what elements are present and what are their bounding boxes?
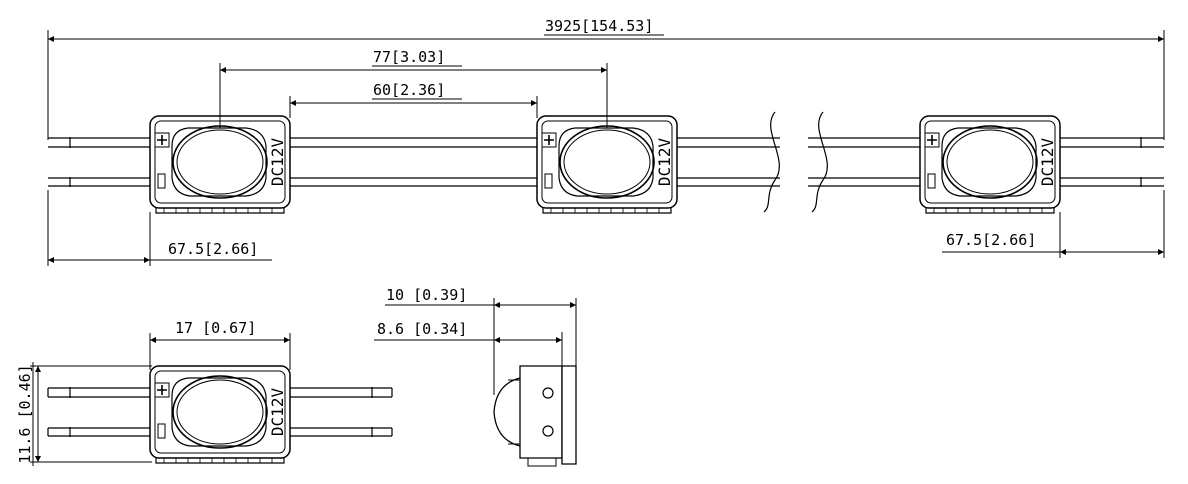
dim-wire-lead-left xyxy=(48,190,272,266)
dim-wire-lead-right xyxy=(942,190,1164,258)
led-module-front: DC12V xyxy=(149,365,291,464)
front-view-single-module: DC12V 17 [0.67] 11.6 [0.46] xyxy=(16,319,392,466)
dim-overall-length xyxy=(48,30,1164,140)
front-view-wires xyxy=(48,387,392,437)
top-view-chain: DC12V DC12V DC12V 3925[154.53] 77[3.03] xyxy=(48,17,1164,266)
wire-lead-left-label: 67.5[2.66] xyxy=(168,240,258,258)
led-module-2: DC12V xyxy=(536,115,678,214)
module-width-label: 17 [0.67] xyxy=(175,319,256,337)
module-height-label: 11.6 [0.46] xyxy=(16,364,34,463)
side-hole-top xyxy=(543,388,553,398)
module-gap-label: 60[2.36] xyxy=(373,81,445,99)
dim-module-width xyxy=(150,333,290,370)
dim-module-height xyxy=(30,362,152,466)
wire-lead-right-label: 67.5[2.66] xyxy=(946,231,1036,249)
led-module-1: DC12V xyxy=(149,115,291,214)
module-pitch-label: 77[3.03] xyxy=(373,48,445,66)
voltage-label: DC12V xyxy=(1038,138,1057,187)
side-view-module: 10 [0.39] 8.6 [0.34] xyxy=(374,286,576,466)
led-module-3: DC12V xyxy=(919,115,1061,214)
side-base xyxy=(562,366,576,464)
voltage-label: DC12V xyxy=(655,138,674,187)
side-body xyxy=(520,366,562,458)
wires-mid xyxy=(290,138,537,186)
side-lens-dome xyxy=(494,378,520,446)
break-marks xyxy=(764,112,827,212)
wires-right-of-mid xyxy=(677,137,1164,187)
side-hole-bottom xyxy=(543,426,553,436)
voltage-label: DC12V xyxy=(268,388,287,437)
dim-module-gap xyxy=(290,96,537,118)
dim-module-pitch xyxy=(220,63,607,128)
wires-left xyxy=(48,137,150,187)
dim-body-depth xyxy=(374,332,562,366)
overall-length-label: 3925[154.53] xyxy=(545,17,653,35)
voltage-label: DC12V xyxy=(268,138,287,187)
total-depth-label: 10 [0.39] xyxy=(386,286,467,304)
dim-total-depth xyxy=(385,298,576,395)
body-depth-label: 8.6 [0.34] xyxy=(377,320,467,338)
